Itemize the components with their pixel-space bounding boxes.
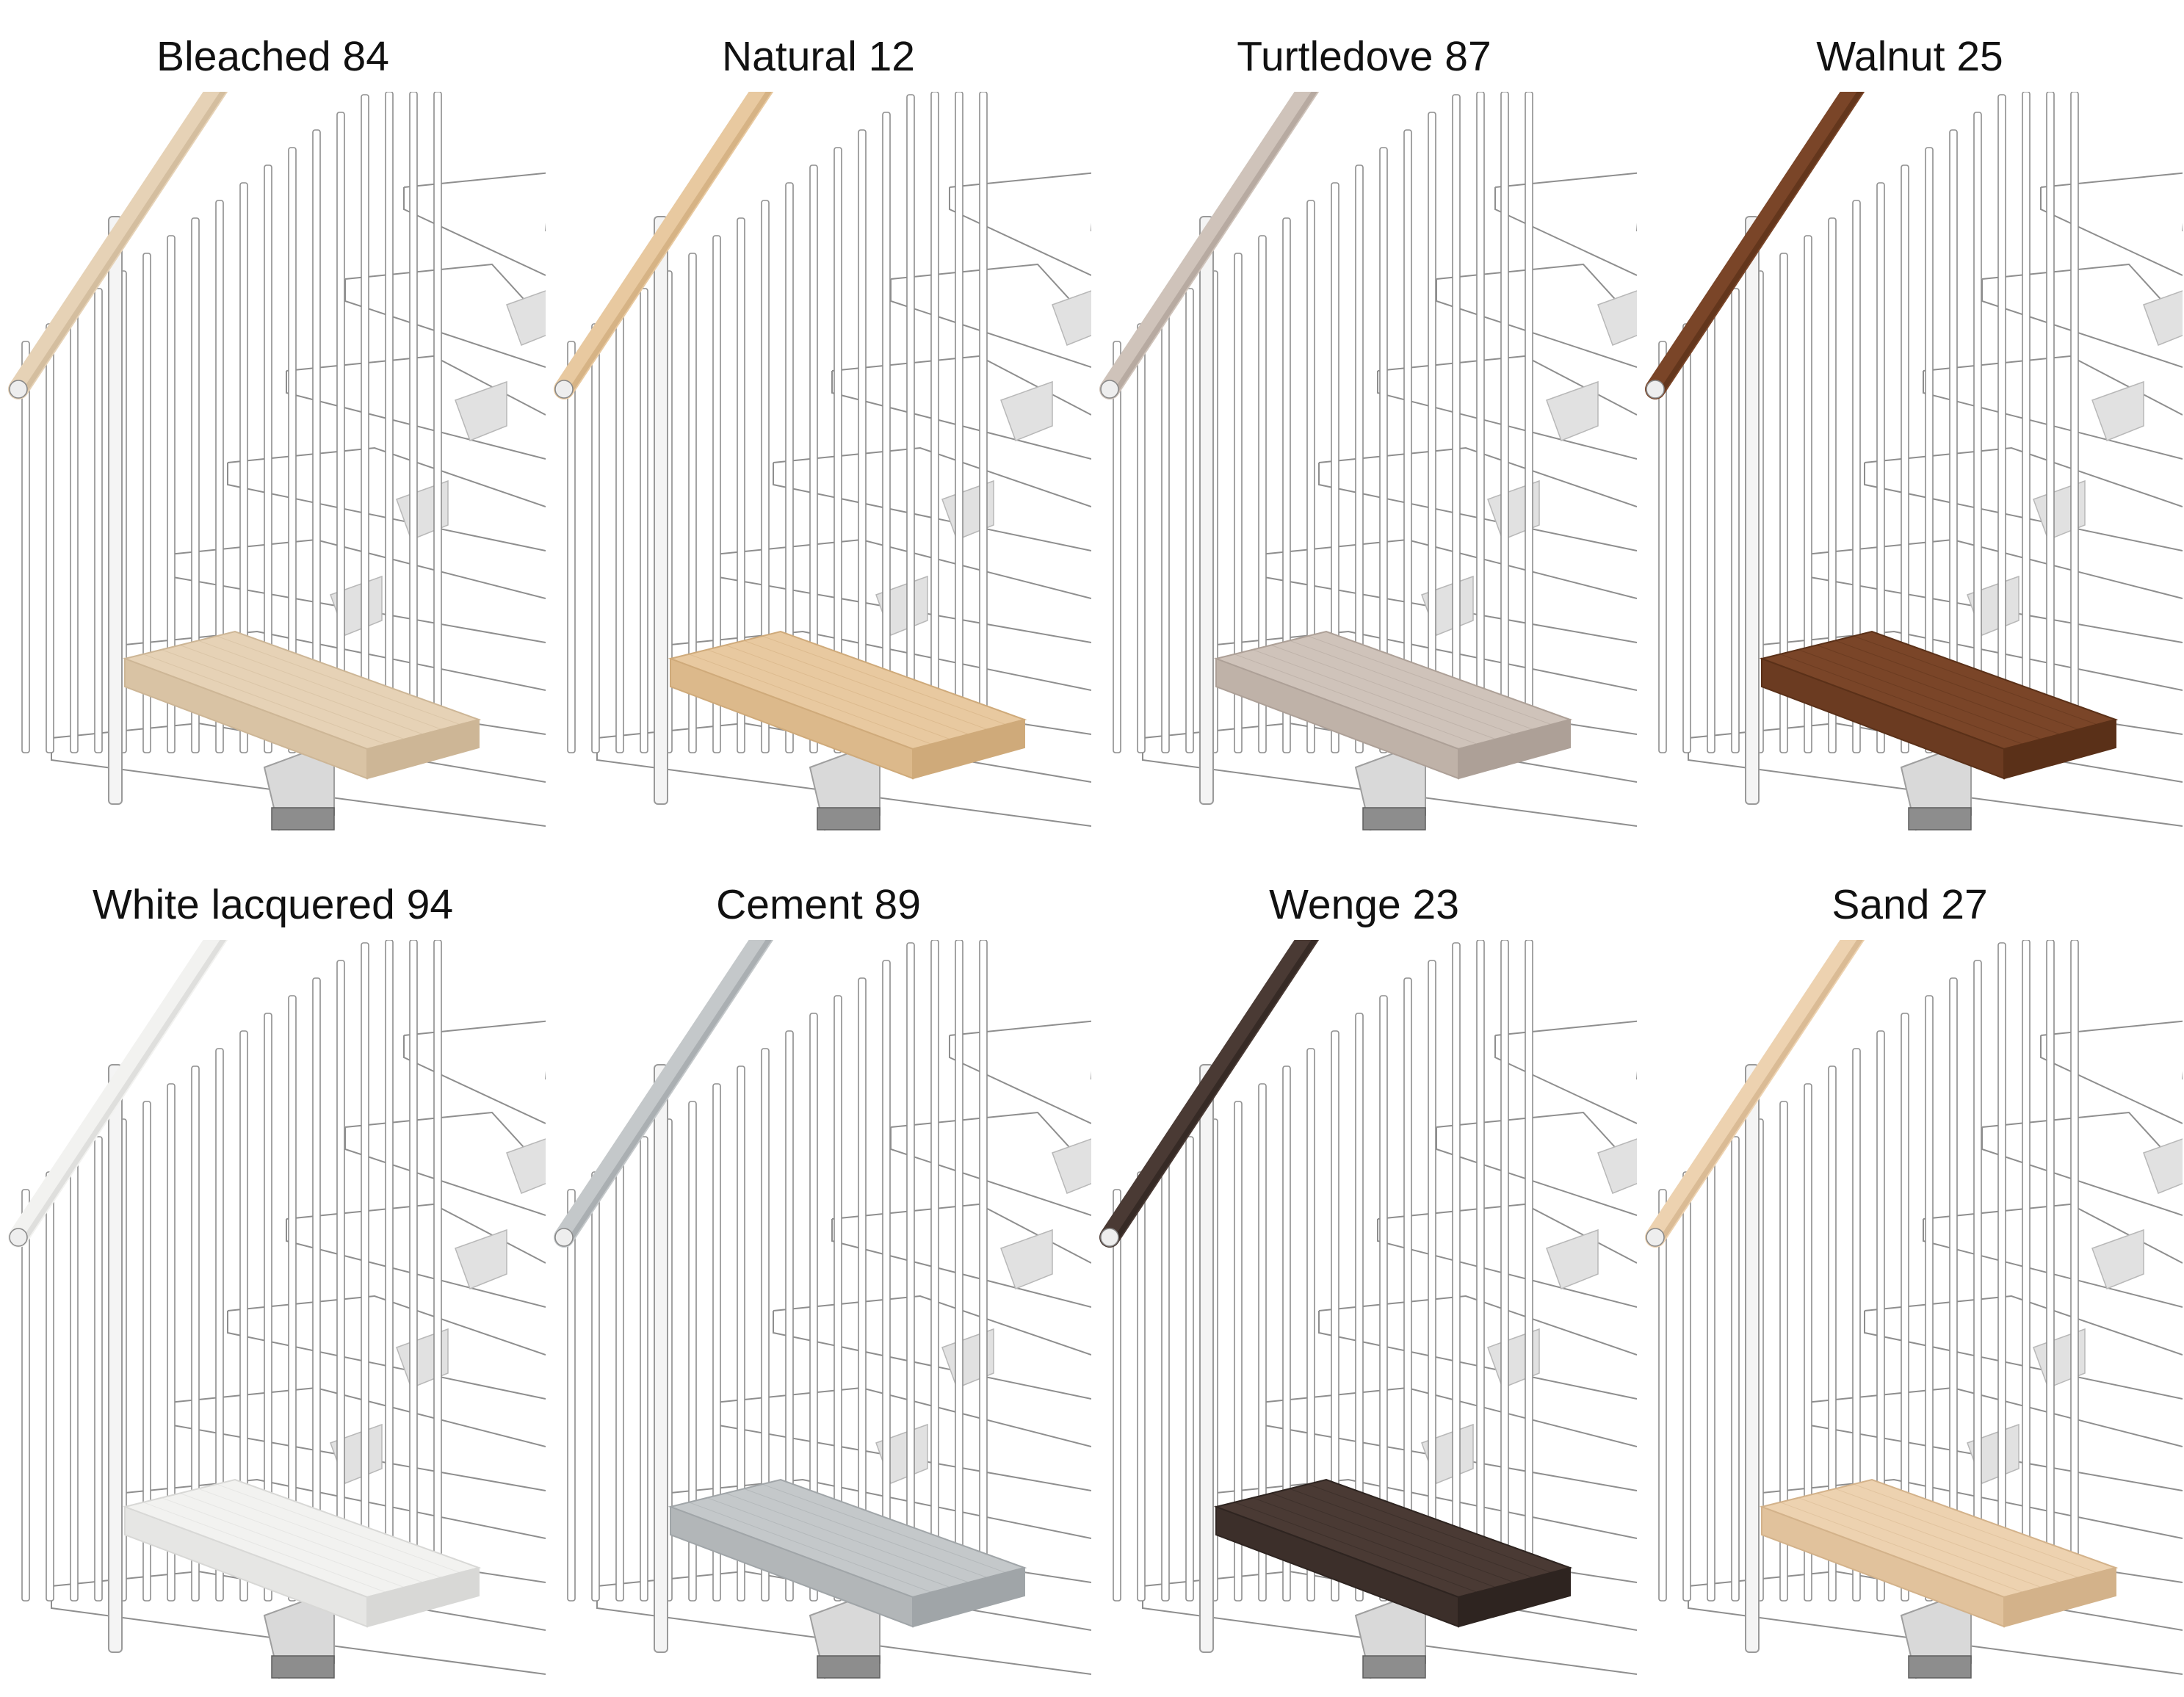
newel-post <box>1199 216 1214 805</box>
tread-grain <box>1779 1483 2097 1593</box>
newel-post <box>1745 1064 1760 1653</box>
stair-render <box>1091 92 1637 848</box>
finish-card: Turtledove 87 <box>1091 0 1637 848</box>
finish-card: Walnut 25 <box>1637 0 2183 848</box>
tread-grain <box>142 635 460 745</box>
handrail-end-cap <box>1100 1228 1119 1247</box>
handrail <box>554 92 774 399</box>
handrail-shade <box>1110 940 1317 1246</box>
bracket-base <box>1908 1655 1972 1679</box>
tread-side <box>366 1566 480 1628</box>
bracket-base <box>1908 807 1972 831</box>
handrail-shade <box>19 92 226 398</box>
handrail-shade <box>19 940 226 1246</box>
finish-label: Bleached 84 <box>156 33 389 80</box>
handrail-end-cap <box>1646 380 1665 399</box>
stair-render <box>546 92 1091 848</box>
handrail <box>554 940 774 1248</box>
handrail-end-cap <box>9 1228 28 1247</box>
tread-side <box>912 718 1025 780</box>
tread-side <box>2003 718 2116 780</box>
newel-post <box>1199 1064 1214 1653</box>
finish-label: White lacquered 94 <box>92 881 454 928</box>
stair-render <box>1637 92 2183 848</box>
handrail-end-cap <box>554 1228 574 1247</box>
newel-post <box>654 216 668 805</box>
stair-render <box>546 940 1091 1696</box>
bracket-base <box>1362 807 1426 831</box>
handrail <box>8 940 228 1248</box>
tread-grain <box>142 1483 460 1593</box>
bracket-base <box>817 1655 881 1679</box>
finish-card: White lacquered 94 <box>0 848 546 1696</box>
tread-grain <box>1234 1483 1552 1593</box>
tread-side <box>912 1566 1025 1628</box>
tread-side <box>2003 1566 2116 1628</box>
finish-card: Cement 89 <box>546 848 1091 1696</box>
handrail <box>8 92 228 399</box>
finish-card: Sand 27 <box>1637 848 2183 1696</box>
tread-grain <box>1234 635 1552 745</box>
handrail-end-cap <box>9 380 28 399</box>
finish-card: Wenge 23 <box>1091 848 1637 1696</box>
finish-label: Cement 89 <box>716 881 921 928</box>
handrail-end-cap <box>1100 380 1119 399</box>
newel-post <box>108 216 123 805</box>
newel-post <box>1745 216 1760 805</box>
finish-label: Turtledove 87 <box>1237 33 1491 80</box>
tread-grain <box>688 1483 1006 1593</box>
tread-grain <box>1779 635 2097 745</box>
handrail-shade <box>1656 940 1863 1246</box>
handrail-shade <box>565 940 772 1246</box>
handrail-end-cap <box>554 380 574 399</box>
tread-side <box>1458 718 1571 780</box>
newel-post <box>108 1064 123 1653</box>
handrail-shade <box>1656 92 1863 398</box>
balusters <box>567 940 988 1602</box>
tread-side <box>366 718 480 780</box>
finish-label: Sand 27 <box>1832 881 1988 928</box>
tread-side <box>1458 1566 1571 1628</box>
stair-render <box>0 940 546 1696</box>
finish-label: Walnut 25 <box>1816 33 2003 80</box>
stair-render <box>1637 940 2183 1696</box>
stair-render <box>0 92 546 848</box>
bracket-base <box>1362 1655 1426 1679</box>
finish-card: Natural 12 <box>546 0 1091 848</box>
handrail <box>1645 92 1865 399</box>
newel-post <box>654 1064 668 1653</box>
finish-label: Natural 12 <box>722 33 915 80</box>
stair-render <box>1091 940 1637 1696</box>
tread-grain <box>688 635 1006 745</box>
handrail <box>1099 92 1320 399</box>
balusters <box>1113 92 1533 753</box>
handrail <box>1645 940 1865 1248</box>
handrail-shade <box>1110 92 1317 398</box>
handrail-end-cap <box>1646 1228 1665 1247</box>
bracket-base <box>271 1655 335 1679</box>
handrail <box>1099 940 1320 1248</box>
bracket-base <box>271 807 335 831</box>
bracket-base <box>817 807 881 831</box>
finish-label: Wenge 23 <box>1269 881 1459 928</box>
handrail-shade <box>565 92 772 398</box>
balusters <box>21 92 442 753</box>
finish-card: Bleached 84 <box>0 0 546 848</box>
